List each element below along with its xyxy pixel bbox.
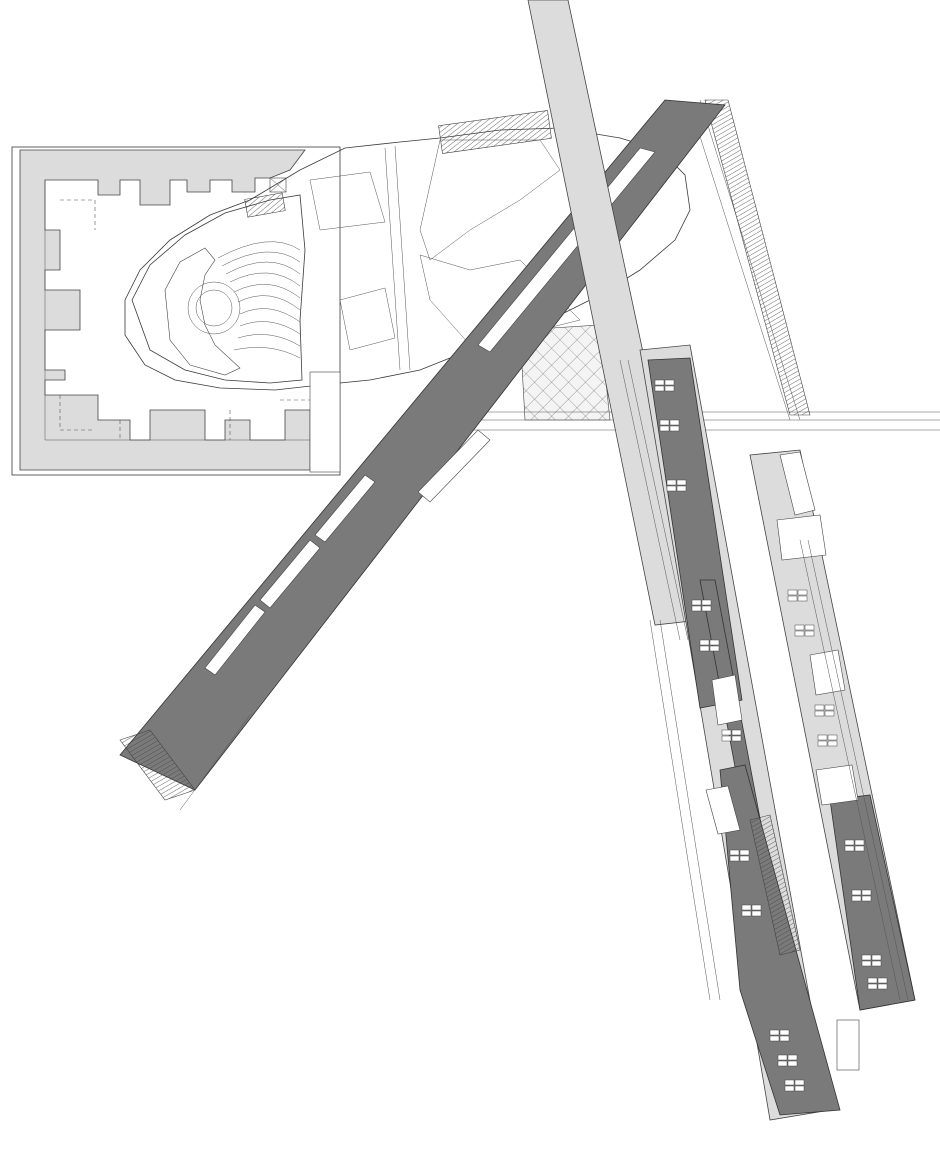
elliptical-plaza — [419, 99, 940, 431]
office-wing-left — [639, 344, 860, 1121]
office-wing-right — [749, 449, 916, 1011]
auditorium-building — [11, 127, 691, 476]
